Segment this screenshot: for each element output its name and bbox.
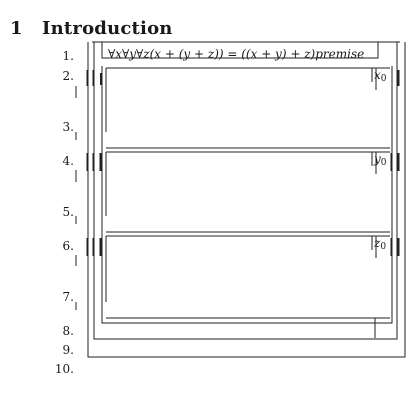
line-number: 9. [62,343,74,357]
line-number: 1. [62,49,74,63]
premise-cell [101,42,379,59]
line-number: 7. [62,290,74,304]
premise-formula: ∀x∀y∀z(x + (y + z)) = ((x + y) + z)premi… [108,47,365,61]
line-number: 4. [62,154,74,168]
line-number: 3. [62,120,74,134]
line-number: 8. [62,324,74,338]
box-x0 [101,66,393,324]
line-number: 6. [62,239,74,253]
outer-box [87,42,406,358]
section-number: 1 [10,18,23,39]
box-variable-x0: x0 [374,68,387,84]
section-heading: 1 Introduction [10,18,173,39]
section-title: Introduction [42,18,173,39]
box-variable-z0: z0 [374,236,387,252]
line-number: 2. [62,69,74,83]
box-variable-y0: y0 [374,152,387,168]
line-number: 5. [62,205,74,219]
box-level-1 [93,42,398,340]
line-number: 10. [54,362,74,376]
